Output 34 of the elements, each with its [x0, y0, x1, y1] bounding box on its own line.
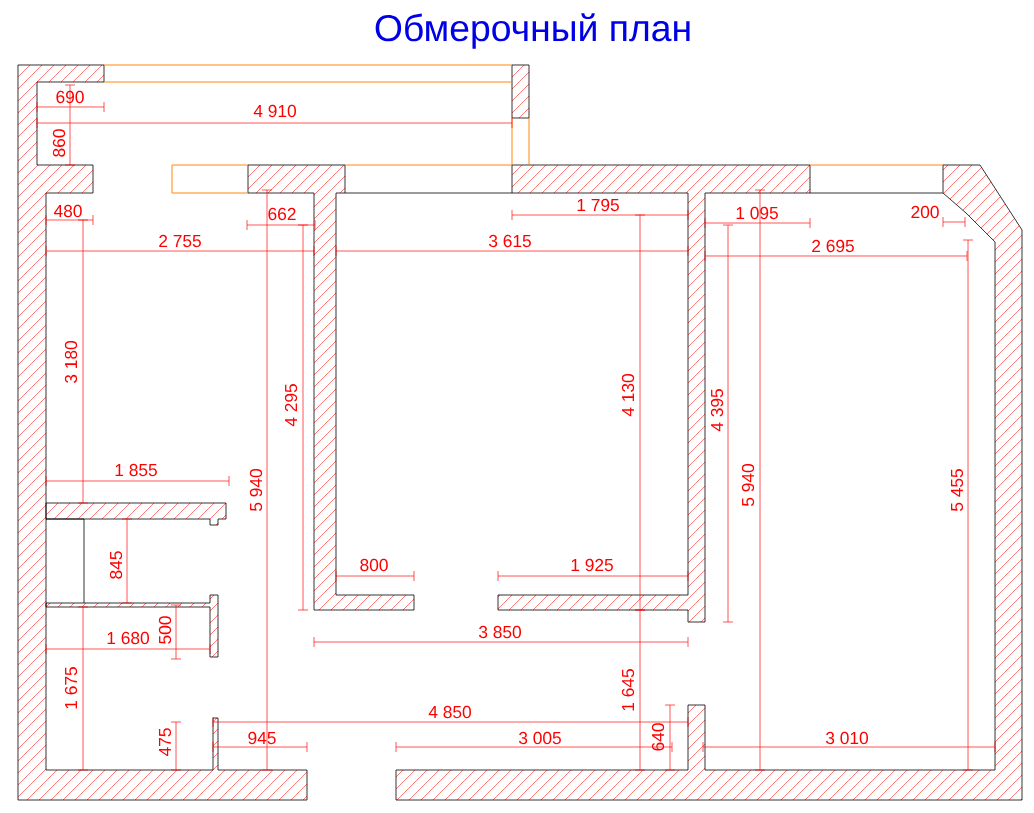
- dimension-label: 480: [53, 204, 82, 218]
- dimension-label: 3 615: [489, 234, 531, 248]
- dimension-label: 640: [651, 723, 665, 751]
- dimension-label: 3 005: [519, 731, 561, 745]
- dimension-label: 475: [158, 728, 172, 757]
- dimension-label: 662: [268, 207, 296, 221]
- dimension-label: 2 695: [812, 239, 854, 253]
- dimension-label: 3 010: [826, 731, 868, 745]
- dimension-label: 1 680: [107, 631, 149, 645]
- dimension-label: 690: [56, 90, 84, 104]
- dimension-label: 4 130: [621, 374, 635, 417]
- dimension-label: 4 910: [253, 104, 296, 118]
- dimension-label: 5 940: [249, 469, 263, 511]
- dimension-label: 3 850: [479, 625, 521, 639]
- dimension-label: 5 455: [950, 469, 964, 511]
- dimension-label: 4 295: [284, 384, 298, 427]
- dimension-label: 1 855: [115, 463, 157, 477]
- dimension-label: 1 925: [571, 558, 613, 572]
- dimension-label: 500: [158, 616, 172, 644]
- dimension-label: 4 395: [710, 389, 724, 432]
- dimension-label: 1 795: [577, 198, 619, 212]
- dimension-label: 3 180: [64, 341, 78, 383]
- dimension-label: 2 755: [159, 234, 201, 248]
- dimension-label: 945: [248, 731, 276, 745]
- dimension-label: 4 850: [428, 705, 471, 719]
- dimension-label: 1 095: [736, 206, 778, 220]
- dimension-label: 860: [52, 129, 66, 157]
- dimension-label: 1 675: [64, 667, 78, 709]
- title: Обмерочный план: [375, 13, 690, 49]
- dimension-label: 845: [109, 551, 123, 579]
- dimension-label: 800: [360, 558, 388, 572]
- dimension-label: 5 940: [741, 464, 755, 506]
- dimension-label: 1 645: [621, 669, 635, 711]
- dimension-label: 200: [911, 205, 939, 219]
